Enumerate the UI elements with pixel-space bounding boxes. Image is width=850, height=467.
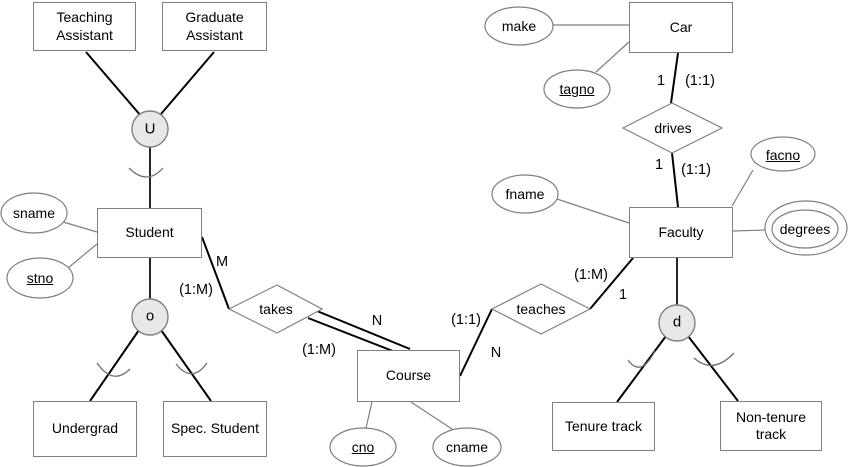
cardinality-course-teaches-range: (1:1) xyxy=(451,312,481,328)
attribute-degrees: degrees xyxy=(779,221,831,237)
sname-ellipse xyxy=(0,192,68,234)
cardinality-faculty-drives-range: (1:1) xyxy=(681,162,711,178)
cardinality-course-takes: N xyxy=(371,313,383,329)
degrees-inner-ellipse xyxy=(771,209,839,249)
line-cname-course xyxy=(410,401,453,430)
line-teaches-faculty xyxy=(589,257,634,310)
attribute-fname: fname xyxy=(505,186,545,202)
union-symbol-label: U xyxy=(144,120,156,138)
cardinality-course-teaches: N xyxy=(490,345,502,361)
facno-ellipse xyxy=(750,136,816,172)
entity-car: Car xyxy=(629,2,733,53)
entity-spec-student-label: Spec. Student xyxy=(171,420,259,437)
takes-diamond xyxy=(227,284,324,334)
line-overlap-spec-student xyxy=(160,329,212,402)
cardinality-student-takes: M xyxy=(215,254,229,270)
subset-arc-disjoint-non-tenure xyxy=(693,352,735,366)
line-student-takes xyxy=(201,236,230,310)
line-car-drives xyxy=(670,52,679,104)
cardinality-faculty-drives: 1 xyxy=(654,157,664,173)
cardinality-student-takes-range: (1:M) xyxy=(179,282,213,298)
cardinality-course-takes-range: (1:M) xyxy=(302,342,336,358)
disjoint-symbol-label: d xyxy=(672,313,682,331)
line-disjoint-tenure-track xyxy=(616,335,667,403)
line-overlap-undergrad xyxy=(89,329,140,402)
connector-lines xyxy=(85,51,739,403)
line-course-teaches xyxy=(459,308,493,377)
attribute-ellipses xyxy=(0,6,848,467)
cardinality-faculty-teaches: 1 xyxy=(618,287,628,303)
line-degrees-faculty xyxy=(732,229,766,232)
line-stno-student xyxy=(67,243,98,269)
entity-tenure-track: Tenure track xyxy=(552,402,655,451)
tagno-ellipse xyxy=(543,69,611,109)
attribute-cname: cname xyxy=(445,439,489,455)
subset-arcs xyxy=(96,167,735,377)
subset-arc-overlap-undergrad xyxy=(96,362,131,377)
fname-ellipse xyxy=(491,174,559,214)
line-disjoint-non-tenure-track xyxy=(687,335,739,402)
attribute-stno: stno xyxy=(26,270,54,286)
cardinality-car-drives: 1 xyxy=(656,73,666,89)
entity-course-label: Course xyxy=(385,367,432,384)
category-circles xyxy=(131,110,696,342)
overlap-circle xyxy=(131,298,169,336)
line-takes-course-outer xyxy=(316,310,411,350)
attribute-make: make xyxy=(501,18,537,34)
drives-diamond xyxy=(621,102,724,154)
line-tagno-car xyxy=(595,41,630,73)
line-fname-faculty xyxy=(556,198,630,224)
overlap-symbol-label: o xyxy=(145,307,155,325)
make-ellipse xyxy=(484,6,554,46)
relationship-diamonds xyxy=(227,102,724,335)
entity-car-label: Car xyxy=(669,18,693,35)
entity-student-label: Student xyxy=(125,224,174,241)
subset-arc-overlap-spec-student xyxy=(175,362,208,375)
entity-graduate-assistant-label: Graduate Assistant xyxy=(185,9,244,43)
entity-non-tenure-track: Non-tenure track xyxy=(720,401,822,451)
entity-undergrad-label: Undergrad xyxy=(51,420,119,437)
line-takes-course-inner xyxy=(307,317,399,354)
line-graduate-assistant-union xyxy=(160,51,215,115)
teaches-diamond xyxy=(490,283,592,335)
subset-arc-union-student xyxy=(128,167,164,178)
entity-graduate-assistant: Graduate Assistant xyxy=(162,2,267,51)
attribute-cno: cno xyxy=(351,439,375,455)
entity-non-tenure-track-label: Non-tenure track xyxy=(735,408,807,443)
entity-student: Student xyxy=(97,208,202,258)
entity-tenure-track-label: Tenure track xyxy=(564,417,643,434)
drives-relationship-label: drives xyxy=(654,120,692,136)
cardinality-faculty-teaches-range: (1:M) xyxy=(574,267,608,283)
entity-faculty: Faculty xyxy=(629,207,733,258)
attribute-tagno: tagno xyxy=(559,81,595,97)
union-circle xyxy=(131,110,169,148)
disjoint-circle xyxy=(658,304,696,342)
line-facno-faculty xyxy=(731,169,754,207)
entity-faculty-label: Faculty xyxy=(658,223,704,240)
line-teaching-assistant-union xyxy=(85,51,142,117)
entity-spec-student: Spec. Student xyxy=(163,401,267,457)
takes-relationship-label: takes xyxy=(259,301,293,317)
entity-undergrad: Undergrad xyxy=(33,401,137,457)
entity-teaching-assistant: Teaching Assistant xyxy=(33,2,136,51)
line-cno-course xyxy=(365,401,373,429)
stno-ellipse xyxy=(6,257,74,299)
entity-course: Course xyxy=(357,350,460,402)
teaches-relationship-label: teaches xyxy=(516,301,566,317)
entity-teaching-assistant-label: Teaching Assistant xyxy=(56,9,113,43)
cno-ellipse xyxy=(329,427,397,467)
subset-arc-disjoint-tenure xyxy=(627,350,656,368)
attribute-sname: sname xyxy=(12,205,56,221)
attribute-facno: facno xyxy=(765,147,801,163)
attribute-lines xyxy=(62,24,766,430)
cardinality-car-drives-range: (1:1) xyxy=(685,73,715,89)
cname-ellipse xyxy=(432,427,502,467)
line-sname-student xyxy=(62,221,98,233)
line-drives-faculty xyxy=(671,152,679,208)
